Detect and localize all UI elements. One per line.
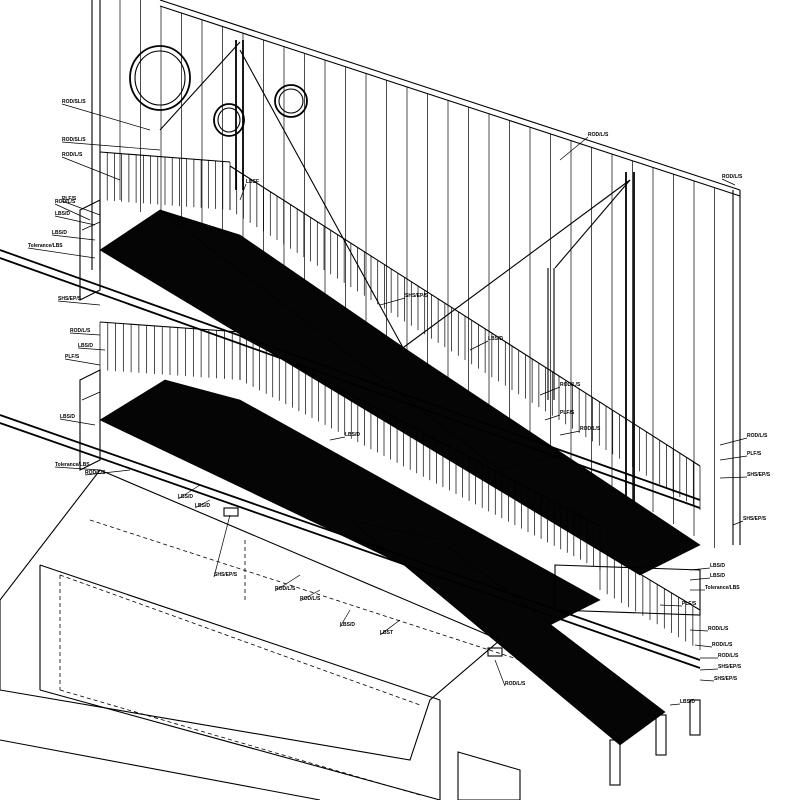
callout-label: Tolerance/LBS: [705, 585, 740, 591]
callout-label: LBS/D: [488, 336, 503, 342]
callout-label: Tolerance/LBS: [28, 243, 63, 249]
callout-leader: [54, 203, 91, 221]
callout-label: SHS/EP/S: [714, 676, 738, 682]
callout-leader: [689, 567, 711, 571]
callout-leader: [559, 136, 589, 161]
callout-leader: [699, 679, 715, 682]
callout-label: ROD/L/S: [708, 626, 729, 632]
callout-leader: [299, 589, 321, 602]
callout-leader: [539, 386, 561, 396]
callout-label: LBS/D: [78, 343, 93, 349]
callout-label: PLF/S: [747, 451, 762, 457]
callout-label: LBS/D: [52, 230, 67, 236]
handrails: [0, 249, 701, 669]
callout-label: ROD/L/S: [588, 132, 609, 138]
callout-leader: [329, 436, 346, 441]
callout-leader: [689, 577, 711, 581]
callout-label: Tolerance/LBS: [55, 462, 90, 468]
callout-label: LBS/D: [60, 414, 75, 420]
callout-leader: [494, 659, 506, 687]
callout-label: ROD/L/S: [85, 470, 106, 476]
footing-posts: [223, 507, 701, 786]
callout-label: LBS/D: [340, 622, 355, 628]
callout-label: ROD/L/S: [580, 426, 601, 432]
callout-labels: ROD/SL/SROD/SL/SROD/L/SPLF/SLBSFROD/L/SL…: [27, 99, 771, 706]
callout-leader: [239, 183, 247, 201]
callout-label: ROD/L/S: [712, 642, 733, 648]
callout-label: SHS/EP/S: [405, 293, 429, 299]
callout-leader: [77, 347, 106, 351]
callout-leader: [84, 469, 131, 476]
callout-leader: [689, 629, 709, 632]
callout-label: ROD/L/S: [718, 653, 739, 659]
callout-leader: [469, 340, 489, 351]
callout-leader: [59, 418, 96, 426]
callout-label: PLF/S: [65, 354, 80, 360]
callout-leader: [69, 332, 101, 336]
callout-label: PLF/S: [682, 601, 697, 607]
callout-label: ROD/L/S: [275, 586, 296, 592]
callout-leader: [213, 514, 231, 578]
callout-leader: [54, 215, 96, 226]
callout-label: SHS/EP/S: [743, 516, 767, 522]
callout-leader: [659, 604, 683, 607]
callout-leader: [544, 414, 561, 421]
callout-leader: [559, 430, 581, 436]
callout-leader: [61, 200, 101, 216]
porthole-windows: [129, 45, 308, 137]
lower-stair-flight: [99, 321, 701, 746]
callout-label: LBS/D: [178, 494, 193, 500]
callout-label: ROD/L/S: [560, 382, 581, 388]
callout-label: ROD/L/S: [747, 433, 768, 439]
callout-leader: [61, 141, 161, 151]
callout-label: SHS/EP/S: [747, 472, 771, 478]
callout-leader: [57, 300, 101, 306]
callout-label: ROD/L/S: [55, 199, 76, 205]
callout-label: PLF/S: [560, 410, 575, 416]
callout-label: LBS/D: [680, 699, 695, 705]
callout-leader: [379, 619, 401, 636]
callout-label: LBS/D: [710, 563, 725, 569]
callout-leader: [61, 103, 151, 131]
callout-leader: [719, 476, 748, 479]
callout-label: LBS/D: [195, 503, 210, 509]
callout-label: ROD/L/S: [70, 328, 91, 334]
callout-leader: [51, 234, 96, 241]
callout-leader: [61, 156, 121, 181]
callout-label: SHS/EP/S: [214, 572, 238, 578]
callout-leader: [732, 520, 744, 526]
callout-leader: [27, 247, 96, 259]
callout-leader: [669, 703, 681, 706]
landings: [79, 199, 701, 616]
callout-label: LBSF: [246, 179, 259, 185]
callout-label: LBS/D: [55, 211, 70, 217]
callout-leader: [699, 668, 719, 671]
callout-label: ROD/L/S: [62, 152, 83, 158]
callout-label: LBS/D: [710, 573, 725, 579]
callout-label: ROD/L/S: [505, 681, 526, 687]
callout-leader: [721, 178, 736, 186]
callout-leader: [339, 609, 351, 628]
callout-leader: [177, 484, 201, 500]
callout-label: ROD/SL/S: [62, 137, 86, 143]
callout-leader: [719, 455, 748, 461]
callout-leader: [719, 437, 748, 446]
callout-label: ROD/SL/S: [62, 99, 86, 105]
callout-label: LBST: [380, 630, 393, 636]
callout-label: ROD/L/S: [300, 596, 321, 602]
callout-leader: [194, 499, 211, 509]
callout-leader: [274, 574, 301, 592]
callout-label: PLF/S: [62, 196, 77, 202]
callout-label: ROD/L/S: [722, 174, 743, 180]
callout-leader: [379, 297, 406, 306]
callout-leader: [64, 358, 101, 366]
callout-label: SHS/EP/S: [58, 296, 82, 302]
callout-label: SHS/EP/S: [718, 664, 742, 670]
callout-label: LBS/D: [345, 432, 360, 438]
callout-leader: [54, 466, 101, 471]
callout-leader: [694, 644, 713, 648]
